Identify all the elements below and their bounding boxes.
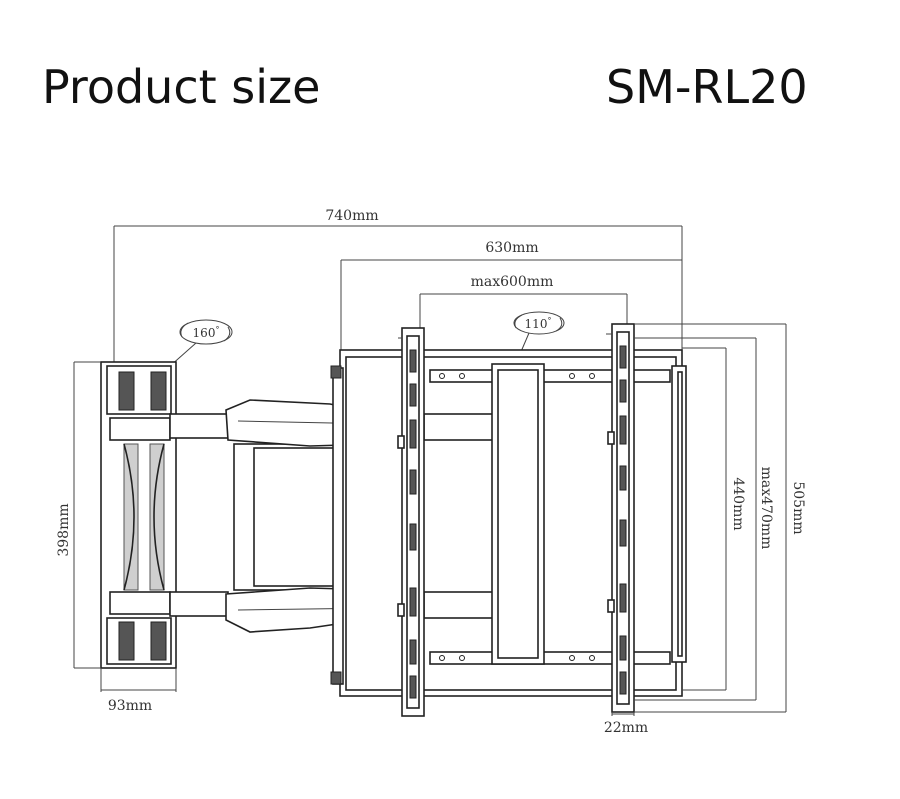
model-number: SM-RL20 (606, 60, 808, 114)
vesa-bracket-right (606, 323, 635, 713)
dimension-label-505: 505mm (790, 481, 806, 534)
dimension-label-740: 740mm (325, 208, 378, 224)
dimension-bracket-height: 505mm (634, 323, 806, 713)
dimension-label-600: max600mm (471, 274, 554, 290)
dimension-label-470: max470mm (758, 467, 774, 550)
dimension-depth: 22mm (604, 712, 648, 736)
dimension-frame-height: 440mm (682, 347, 746, 691)
dimension-label-22: 22mm (604, 720, 648, 736)
dimension-label-93: 93mm (108, 698, 152, 714)
dimension-overall-width: 740mm (113, 208, 683, 362)
wall-plate (100, 361, 177, 669)
vesa-bracket-left (397, 327, 425, 717)
dimension-label-630: 630mm (485, 240, 538, 256)
tilt-angle-label: 110° (525, 316, 552, 331)
tilt-angle-indicator: 110° (513, 311, 565, 369)
dimension-vesa-height: max470mm (634, 337, 774, 701)
dimension-label-440: 440mm (730, 477, 746, 530)
dimension-plate-height: 398mm (56, 361, 101, 669)
dimension-plate-width: 93mm (100, 668, 177, 714)
dimension-vesa-width: max600mm (419, 274, 628, 332)
dimension-frame-width: 630mm (340, 240, 682, 352)
swivel-angle-label: 160° (193, 325, 220, 340)
tilt-panel (491, 363, 545, 665)
dimension-label-398: 398mm (56, 503, 72, 556)
page-title: Product size (42, 60, 321, 114)
